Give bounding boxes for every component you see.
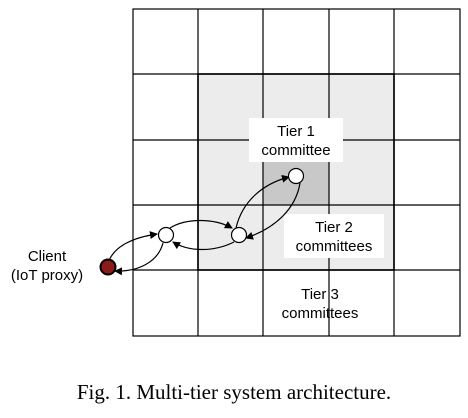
tier-3-label-line-1: Tier 3	[301, 286, 339, 303]
arrow-tier3-to-client	[114, 242, 164, 276]
tier-1-label-line-1: Tier 1	[277, 123, 315, 140]
tier-1-committee-node	[287, 167, 305, 185]
tier-1-label-background	[249, 118, 343, 162]
arrow-tier1-to-tier2	[245, 182, 301, 240]
arrow-tier2-to-tier1	[235, 174, 290, 229]
tier-1-label-line-2: committee	[261, 142, 330, 159]
tier-2-label-line-1: Tier 2	[315, 219, 353, 236]
tier-3-label-line-2: committees	[282, 305, 359, 322]
tier-2-label-background	[284, 214, 384, 258]
arrow-tier2-to-tier3	[172, 241, 235, 251]
tier-2-committee-node	[230, 226, 248, 244]
client-label-line-1: Client	[28, 248, 67, 265]
client-node	[99, 258, 117, 276]
tier-3-committee-node	[157, 226, 175, 244]
client-label-line-2: (IoT proxy)	[11, 267, 83, 284]
tier-2-label-line-2: committees	[296, 238, 373, 255]
architecture-diagram: Tier 1 committee Tier 2 committees Tier …	[11, 8, 461, 337]
arrow-tier3-to-tier2	[169, 219, 233, 229]
figure-caption: Fig. 1. Multi-tier system architecture.	[76, 380, 392, 404]
